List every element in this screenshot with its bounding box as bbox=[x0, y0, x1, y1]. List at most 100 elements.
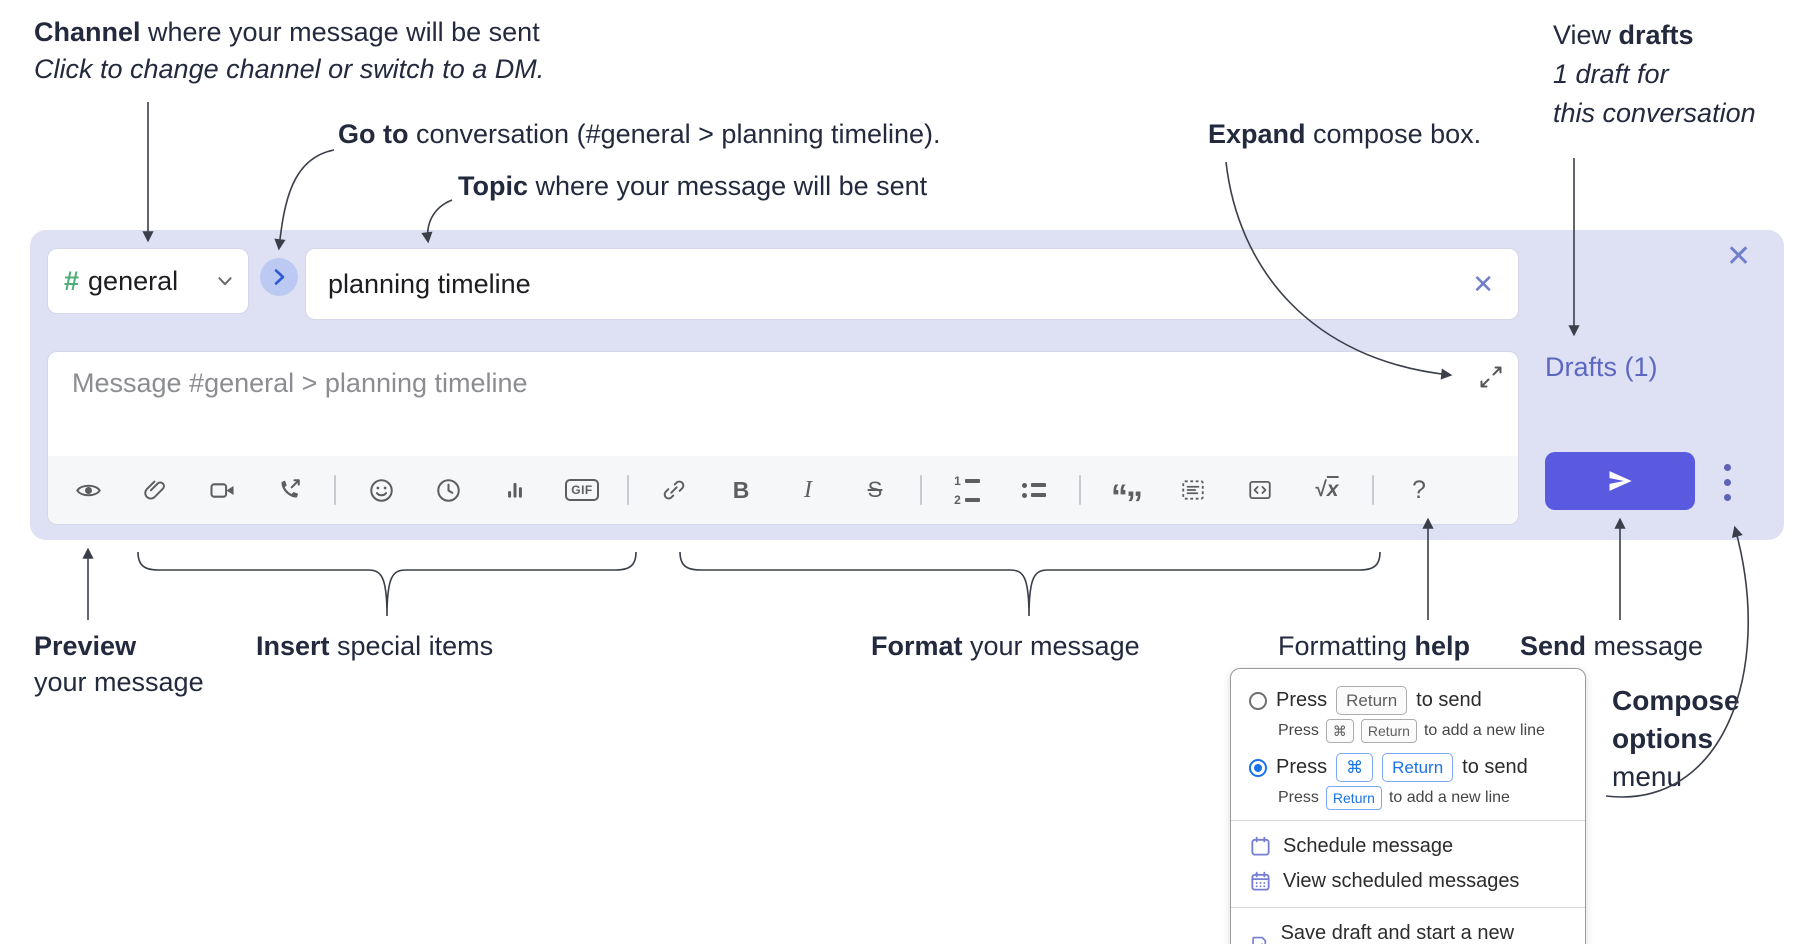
press-text: Press bbox=[1278, 722, 1319, 739]
topic-clear-icon[interactable]: ✕ bbox=[1472, 269, 1494, 299]
compose-options-button[interactable] bbox=[1713, 456, 1741, 508]
strikethrough-button[interactable]: S bbox=[853, 468, 897, 512]
radio-checked-icon[interactable] bbox=[1249, 758, 1267, 777]
preview-label: Preview your message bbox=[34, 628, 204, 700]
press-text: Press bbox=[1276, 756, 1328, 778]
paperclip-icon bbox=[144, 480, 165, 500]
send-label-rest: message bbox=[1586, 631, 1704, 661]
to-send-text: to send bbox=[1416, 689, 1482, 711]
sqrt-x: x bbox=[1326, 478, 1339, 501]
new-line-text: to add a new line bbox=[1388, 789, 1510, 806]
bullet-list-icon bbox=[1022, 482, 1046, 498]
message-box[interactable]: Message #general > planning timeline bbox=[48, 352, 1518, 524]
insert-label-rest: special items bbox=[329, 631, 494, 661]
gif-button[interactable]: GIF bbox=[560, 468, 604, 512]
menu-item-schedule-message[interactable]: Schedule message bbox=[1249, 829, 1567, 864]
emoji-icon bbox=[369, 478, 393, 502]
message-placeholder: Message #general > planning timeline bbox=[72, 368, 528, 398]
menu-item-save-draft[interactable]: Save draft and start a new message bbox=[1249, 916, 1567, 944]
inline-code-icon bbox=[1249, 480, 1271, 500]
popup-divider bbox=[1231, 820, 1585, 821]
radio-option-return-to-send[interactable]: Press Return to send bbox=[1249, 686, 1567, 715]
menu-item-view-scheduled[interactable]: View scheduled messages bbox=[1249, 864, 1567, 899]
emoji-button[interactable] bbox=[359, 468, 403, 512]
option-return-subtext: Press ⌘ Return to add a new line bbox=[1278, 719, 1567, 743]
channel-name: general bbox=[88, 265, 179, 296]
view-drafts-pre: View bbox=[1553, 20, 1619, 50]
strikethrough-icon: S bbox=[867, 477, 883, 502]
dots-icon bbox=[1723, 478, 1731, 486]
quote-icon: “” bbox=[1111, 480, 1143, 521]
send-message-label: Send message bbox=[1520, 628, 1703, 664]
topic-input[interactable]: ✕ bbox=[306, 249, 1518, 319]
expand-annotation-rest: compose box. bbox=[1305, 119, 1482, 149]
channel-selector-button[interactable]: # general bbox=[48, 249, 248, 313]
chevron-down-icon bbox=[218, 277, 232, 286]
view-drafts-annotation: View drafts 1 draft for this conversatio… bbox=[1553, 16, 1756, 133]
cmd-key: ⌘ bbox=[1325, 719, 1354, 743]
close-compose-icon[interactable]: ✕ bbox=[1726, 240, 1752, 273]
video-button[interactable] bbox=[200, 468, 244, 512]
toolbar-divider bbox=[1079, 475, 1081, 505]
bold-button[interactable]: B bbox=[719, 468, 763, 512]
view-drafts-line3: this conversation bbox=[1553, 98, 1756, 128]
popup-divider bbox=[1231, 907, 1585, 908]
ordered-list-button[interactable]: 1 2 bbox=[945, 468, 989, 512]
help-label-pre: Formatting bbox=[1278, 631, 1415, 661]
format-label-bold: Format bbox=[871, 631, 963, 661]
formatting-help-label: Formatting help bbox=[1278, 628, 1470, 664]
drafts-link[interactable]: Drafts (1) bbox=[1545, 352, 1658, 382]
view-drafts-line2: 1 draft for bbox=[1553, 59, 1669, 89]
ordered-list-icon: 1 2 bbox=[954, 474, 980, 507]
italic-button[interactable]: I bbox=[786, 468, 830, 512]
expand-icon[interactable] bbox=[1478, 364, 1504, 390]
press-text: Press bbox=[1278, 789, 1319, 806]
channel-annotation-italic: Click to change channel or switch to a D… bbox=[34, 54, 545, 84]
goto-annotation-rest: conversation (#general > planning timeli… bbox=[408, 119, 941, 149]
radio-option-cmd-return-to-send[interactable]: Press ⌘ Return to send bbox=[1249, 753, 1567, 782]
code-block-button[interactable] bbox=[1171, 468, 1215, 512]
phone-call-icon bbox=[281, 479, 300, 498]
attach-button[interactable] bbox=[133, 468, 177, 512]
compose-options-line1: Compose bbox=[1612, 685, 1740, 716]
format-brace bbox=[679, 551, 1381, 617]
bold-icon: B bbox=[732, 476, 750, 503]
compose-toolbar: GIF B I S 1 2 bbox=[48, 456, 1518, 524]
formatting-help-button[interactable]: ? bbox=[1397, 468, 1441, 512]
dots-icon bbox=[1723, 493, 1731, 501]
topic-input-field[interactable] bbox=[306, 268, 1449, 300]
toolbar-divider bbox=[627, 475, 629, 505]
send-button[interactable] bbox=[1545, 452, 1695, 510]
goto-annotation-bold: Go to bbox=[338, 119, 409, 149]
go-to-conversation-button[interactable] bbox=[260, 258, 298, 296]
bar-chart-icon bbox=[508, 482, 522, 498]
link-button[interactable] bbox=[652, 468, 696, 512]
gif-icon: GIF bbox=[565, 479, 599, 501]
preview-button[interactable] bbox=[66, 468, 110, 512]
recent-button[interactable] bbox=[426, 468, 470, 512]
sqrt-radical: √ bbox=[1315, 478, 1327, 501]
calendar-dots-icon bbox=[1251, 871, 1270, 891]
call-button[interactable] bbox=[267, 468, 311, 512]
blockquote-button[interactable]: “” bbox=[1104, 468, 1148, 521]
return-key-blue: Return bbox=[1325, 786, 1382, 810]
sqrt-icon: √x bbox=[1315, 478, 1338, 502]
bullet-list-button[interactable] bbox=[1012, 468, 1056, 512]
code-button[interactable] bbox=[1238, 468, 1282, 512]
ol-number-2: 2 bbox=[954, 492, 961, 507]
radio-unchecked-icon[interactable] bbox=[1249, 691, 1267, 710]
poll-button[interactable] bbox=[493, 468, 537, 512]
formula-button[interactable]: √x bbox=[1305, 468, 1349, 512]
format-label-rest: your message bbox=[962, 631, 1140, 661]
expand-arrows-icon bbox=[1480, 366, 1502, 388]
code-block-icon bbox=[1182, 480, 1204, 500]
toolbar-divider bbox=[334, 475, 336, 505]
option-cmd-return-subtext: Press Return to add a new line bbox=[1278, 786, 1567, 810]
toolbar-divider bbox=[920, 475, 922, 505]
menu-item-label: Save draft and start a new message bbox=[1280, 922, 1515, 944]
quote-open: “ bbox=[1111, 478, 1128, 516]
topic-annotation-bold: Topic bbox=[458, 171, 528, 201]
insert-brace bbox=[137, 551, 637, 617]
return-key: Return bbox=[1360, 719, 1417, 743]
channel-hash-icon: # bbox=[64, 265, 80, 296]
